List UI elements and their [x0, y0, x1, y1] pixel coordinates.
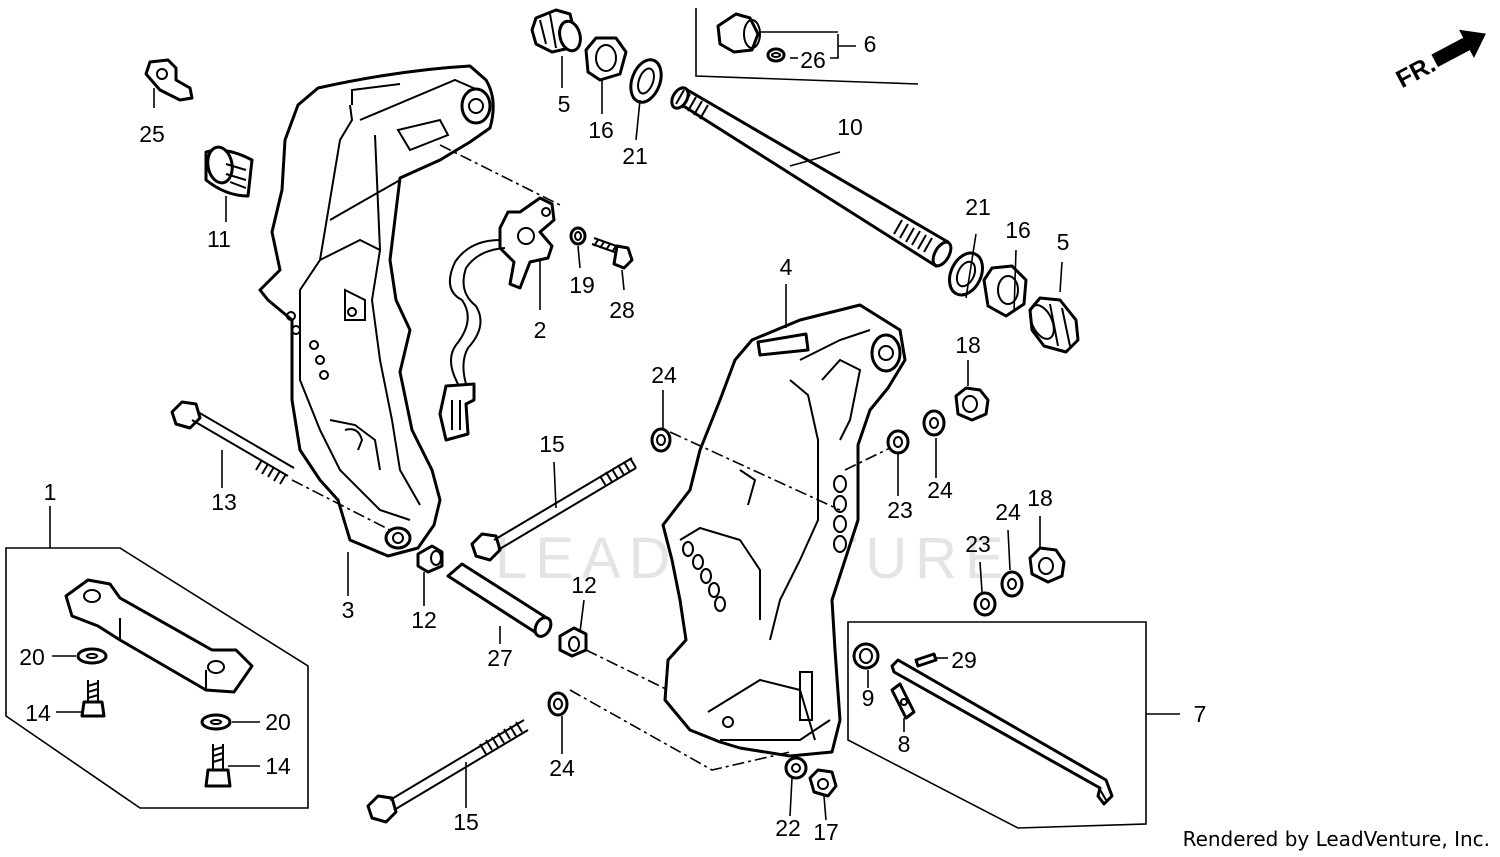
callout-28: 28: [609, 297, 635, 323]
callout-15-lower: 15: [453, 809, 479, 835]
callout-2: 2: [534, 317, 547, 343]
washer-24-d: [547, 691, 569, 717]
credit-text: Rendered by LeadVenture, Inc.: [1182, 827, 1490, 851]
cap-kit-6: [695, 8, 919, 85]
collar-12-right: [558, 626, 588, 658]
spacer-tube-27: [446, 562, 553, 638]
callout-5-top: 5: [558, 91, 571, 117]
anode-kit-1: [5, 547, 309, 809]
callout-24-c: 24: [995, 499, 1021, 525]
washer-20-right: [200, 713, 232, 731]
washer-24-a: [650, 427, 672, 453]
callout-12-left: 12: [411, 607, 437, 633]
bolt-28: [591, 237, 634, 270]
callout-24-b: 24: [927, 477, 953, 503]
callout-25: 25: [139, 121, 165, 147]
callout-16-top: 16: [588, 117, 614, 143]
washer-21-top: [629, 58, 663, 104]
nut-16-right: [982, 264, 1028, 318]
callout-26: 26: [800, 47, 826, 73]
callout-23-b: 23: [965, 531, 991, 557]
callout-5-right: 5: [1057, 229, 1070, 255]
callout-27: 27: [487, 645, 513, 671]
callout-10: 10: [837, 114, 863, 140]
washer-21-right: [948, 251, 984, 297]
right-clamp-bracket: [661, 303, 907, 758]
callout-14-left: 14: [25, 700, 51, 726]
link-8: [890, 682, 916, 720]
washer-20-left: [76, 647, 108, 665]
callout-9: 9: [862, 685, 875, 711]
nut-18-a: [954, 386, 990, 422]
clip-25: [144, 58, 194, 102]
callout-29: 29: [951, 647, 977, 673]
washer-19: [569, 226, 587, 246]
callout-13: 13: [211, 489, 237, 515]
bolt-13: [170, 400, 295, 485]
callout-20-right: 20: [265, 709, 291, 735]
pin-29: [914, 652, 938, 668]
callout-14-right: 14: [265, 753, 291, 779]
cap-5-top: [530, 8, 582, 54]
washer-23-a: [886, 429, 910, 455]
callout-23-a: 23: [887, 497, 913, 523]
callout-4: 4: [780, 254, 793, 280]
bushing-11: [204, 145, 254, 198]
callout-18-b: 18: [1027, 485, 1053, 511]
tilt-shaft: [670, 86, 953, 268]
tilt-lock-kit-7: [847, 621, 1147, 829]
callout-24-d: 24: [549, 755, 575, 781]
bolt-15-upper: [470, 457, 637, 562]
callout-12-right: 12: [571, 572, 597, 598]
trim-sensor-assembly: [438, 196, 556, 442]
washer-22: [784, 756, 808, 780]
callout-6: 6: [864, 31, 877, 57]
callout-21-right: 21: [965, 194, 991, 220]
callout-3: 3: [342, 597, 355, 623]
callout-leaders: [49, 56, 1180, 821]
callout-15-upper: 15: [539, 431, 565, 457]
callout-8: 8: [898, 731, 911, 757]
callout-7: 7: [1194, 701, 1207, 727]
bolt-15-lower: [366, 719, 529, 824]
screw-14-left: [80, 680, 106, 718]
callout-22: 22: [775, 815, 801, 841]
washer-24-c: [1000, 570, 1024, 598]
nut-18-b: [1028, 546, 1066, 584]
callout-16-right: 16: [1005, 217, 1031, 243]
callout-1: 1: [44, 479, 57, 505]
callout-20-left: 20: [19, 644, 45, 670]
nut-17: [808, 768, 838, 798]
bushing-9: [852, 642, 880, 670]
callout-19: 19: [569, 272, 595, 298]
nut-16-top: [584, 36, 628, 82]
washer-24-b: [922, 409, 946, 437]
front-direction-arrow: FR.: [1392, 29, 1486, 94]
screw-14-right: [204, 744, 232, 788]
callout-18-a: 18: [955, 332, 981, 358]
left-clamp-bracket: [258, 64, 495, 558]
callout-24-a: 24: [651, 362, 677, 388]
callout-labels: 25 11 5 16 21 6 26 10 21 16 5 19 28 2 4 …: [19, 31, 1206, 845]
cap-5-right: [1028, 296, 1080, 354]
washer-23-b: [973, 591, 997, 617]
callout-17: 17: [813, 819, 839, 845]
assembly-lines: [291, 144, 891, 771]
collar-12-left: [416, 544, 444, 574]
callout-21-top: 21: [622, 143, 648, 169]
callout-11: 11: [207, 226, 231, 252]
